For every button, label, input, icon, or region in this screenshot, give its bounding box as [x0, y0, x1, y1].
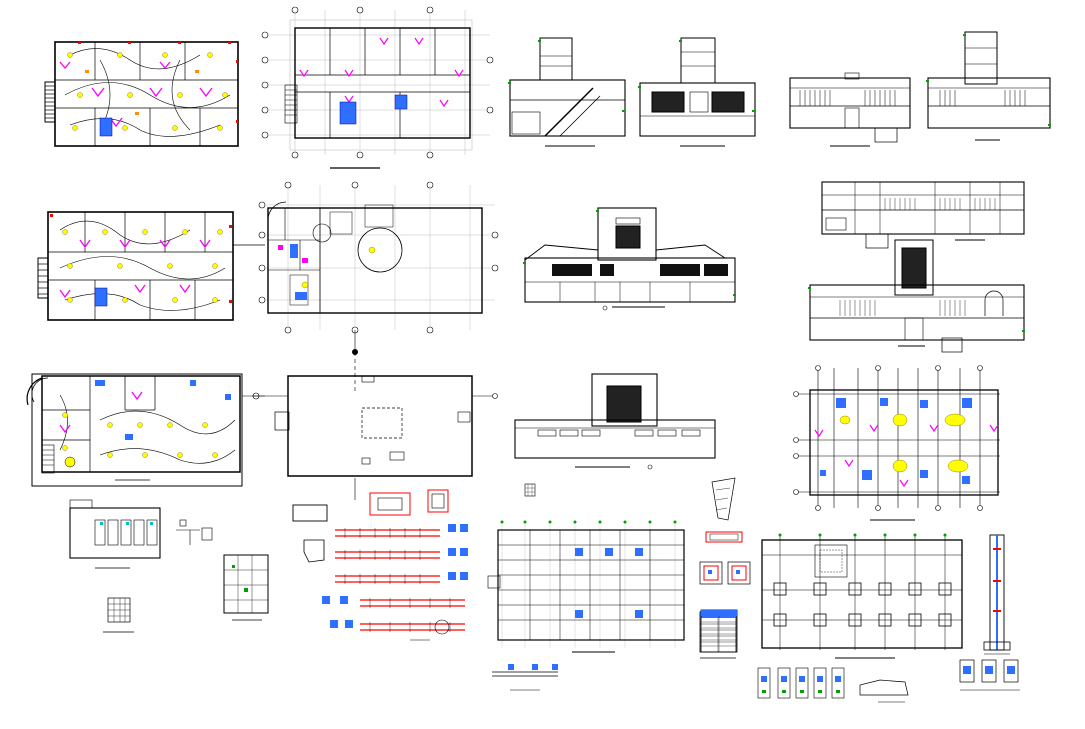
- elevation-side-2: [926, 31, 1051, 141]
- legend-table: [700, 609, 738, 653]
- elevation-side-1: [789, 72, 911, 147]
- column-elevation-tall: [983, 534, 1011, 655]
- floor-plan-2: [258, 181, 499, 352]
- electrical-plan-1: [44, 41, 239, 147]
- section-stair: [508, 37, 626, 147]
- electrical-plan-2: [37, 211, 265, 321]
- electrical-plan-3: [26, 373, 265, 487]
- sanitary-detail: [69, 499, 269, 633]
- elevation-front-1: [638, 37, 756, 147]
- elevation-right-top: [821, 181, 1025, 249]
- furniture-plan: [793, 365, 1000, 521]
- elevation-right-bottom: [808, 239, 1025, 353]
- footing-details: [757, 659, 1020, 703]
- elevation-rear: [514, 373, 716, 470]
- foundation-plan: [487, 520, 685, 691]
- column-plan: [761, 533, 963, 659]
- elevation-main: [523, 207, 736, 311]
- roof-plan: [252, 349, 498, 500]
- beam-details: [292, 489, 468, 641]
- floor-plan-1: [261, 6, 494, 169]
